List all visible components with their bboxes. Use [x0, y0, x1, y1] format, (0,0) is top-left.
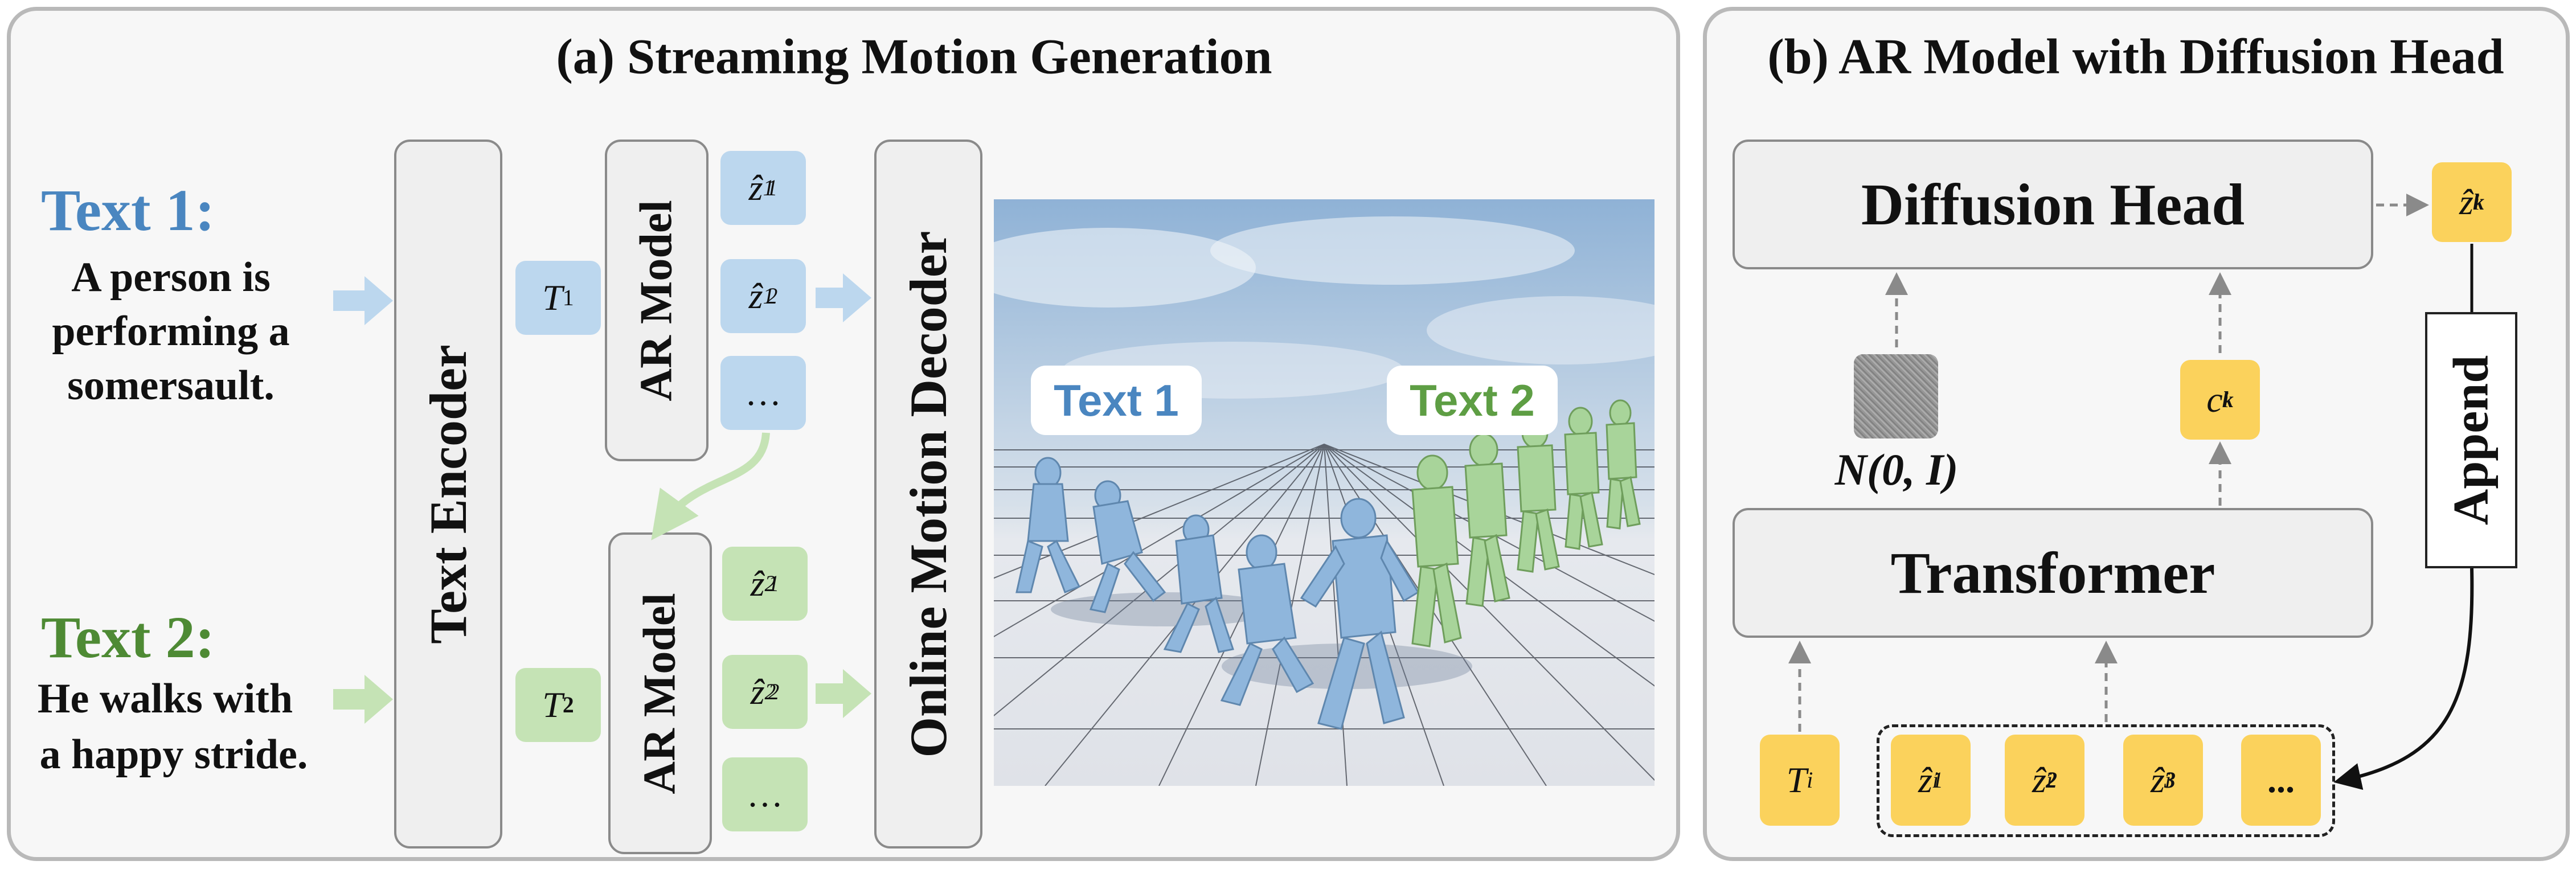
scene-drawing: [994, 216, 1654, 786]
ar-model-1-block: AR Model: [605, 140, 708, 461]
text1-line3: somersault.: [67, 362, 275, 409]
right-panel-title: (b) AR Model with Diffusion Head: [1767, 29, 2504, 85]
diffusion-head-block: Diffusion Head: [1733, 140, 2373, 269]
text2-label: Text 2:: [41, 605, 215, 670]
append-label: Append: [2443, 355, 2499, 526]
transformer-block: Transformer: [1733, 508, 2373, 638]
text2-line1: He walks with: [37, 675, 293, 722]
text2-line2: a happy stride.: [39, 731, 308, 778]
noise-sample-icon: [1854, 354, 1938, 438]
scene-bubble-text2: Text 2: [1387, 366, 1558, 435]
ar-model-2-label: AR Model: [634, 592, 685, 794]
text1-label: Text 1:: [41, 178, 215, 243]
append-block: Append: [2425, 312, 2517, 568]
motion-scene-image: Text 1 Text 2: [994, 199, 1654, 786]
latent-2-ellipsis: …: [722, 757, 808, 831]
text-encoder-label: Text Encoder: [419, 344, 477, 644]
diffusion-head-label: Diffusion Head: [1861, 171, 2245, 237]
scene-bubble-text1: Text 1: [1031, 366, 1202, 435]
online-motion-decoder-block: Online Motion Decoder: [874, 140, 982, 848]
transformer-label: Transformer: [1890, 540, 2215, 606]
online-motion-decoder-label: Online Motion Decoder: [899, 231, 957, 757]
text1-line2: performing a: [52, 308, 290, 355]
ar-model-1-label: AR Model: [631, 199, 682, 401]
seq-token-dots: ...: [2241, 735, 2321, 826]
text-encoder-block: Text Encoder: [394, 140, 502, 848]
left-panel-title: (a) Streaming Motion Generation: [556, 29, 1272, 85]
latent-1-ellipsis: …: [720, 356, 806, 430]
ar-model-2-block: AR Model: [608, 532, 712, 854]
text1-line1: A person is: [71, 254, 271, 301]
noise-label: N(0, I): [1834, 445, 1959, 494]
